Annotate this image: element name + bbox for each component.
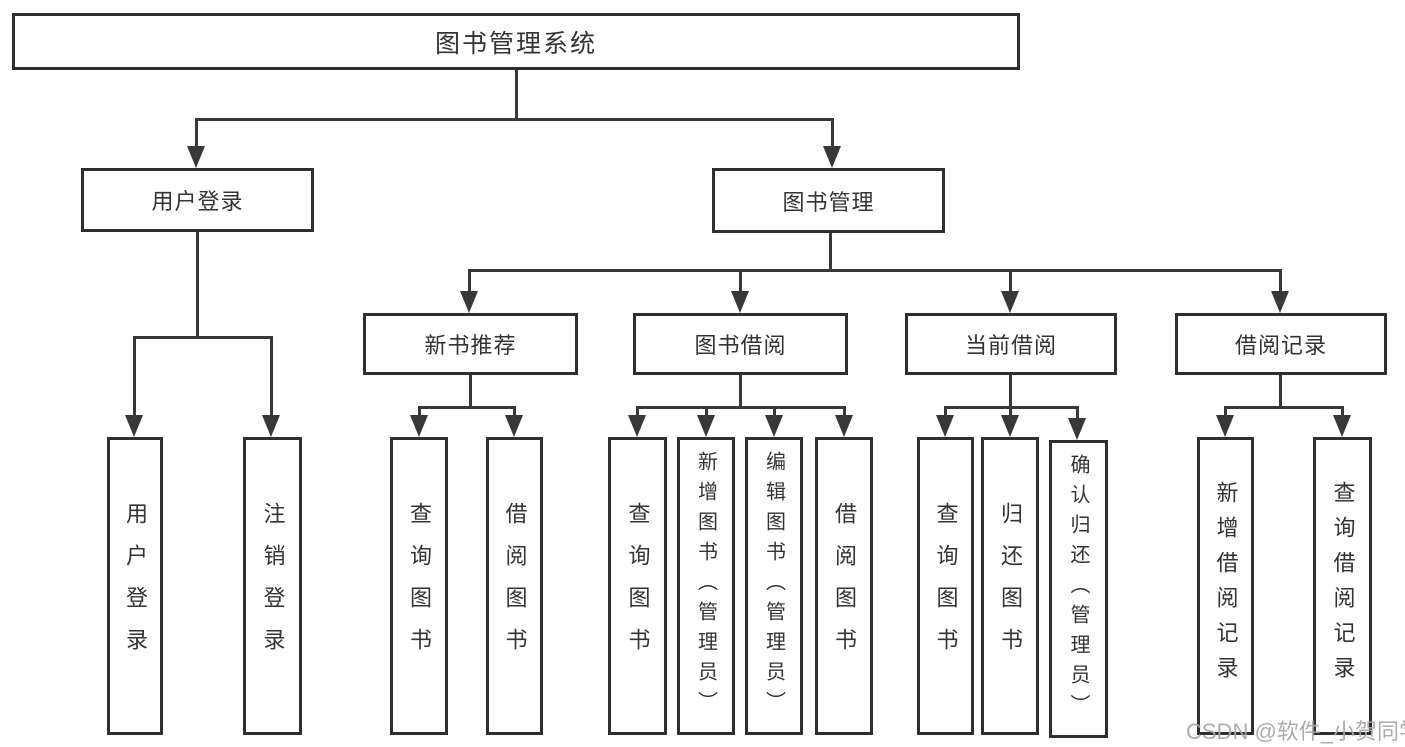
arrow-down-icon <box>628 415 646 437</box>
node-book-management-label: 图书管理 <box>782 189 875 215</box>
connector-leaf-drop <box>1076 406 1079 418</box>
connector-new-book-stem <box>469 375 472 408</box>
arrow-down-icon <box>823 146 841 168</box>
connector-root-stem <box>515 70 518 119</box>
connector-leaf-drop <box>773 406 776 418</box>
leaf-confirm-return-admin: 确认归还（管理员） <box>1049 440 1108 738</box>
leaf-query-books-borrowing: 查询图书 <box>608 437 667 735</box>
connector-leaf-drop <box>705 406 708 418</box>
connector-borrowing-records-bar <box>1224 406 1343 409</box>
leaf-add-borrow-record: 新增借阅记录 <box>1197 437 1254 735</box>
leaf-borrow-books-recommend: 借阅图书 <box>486 437 543 735</box>
node-borrowing-records: 借阅记录 <box>1175 313 1387 375</box>
leaf-user-login: 用户登录 <box>107 437 163 735</box>
leaf-query-borrow-record: 查询借阅记录 <box>1313 437 1372 735</box>
arrow-down-icon <box>505 415 523 437</box>
arrow-down-icon <box>1216 415 1234 437</box>
connector-level3-drop <box>1009 271 1012 293</box>
arrow-down-icon <box>835 415 853 437</box>
node-new-book-recommend: 新书推荐 <box>363 313 578 375</box>
leaf-borrow-books-borrowing-label: 借阅图书 <box>832 502 857 670</box>
leaf-add-books-admin: 新增图书（管理员） <box>677 437 735 735</box>
node-user-login-label: 用户登录 <box>151 189 244 214</box>
leaf-confirm-return-admin-label: 确认归还（管理员） <box>1067 454 1089 724</box>
node-borrowing-records-label: 借阅记录 <box>1234 333 1327 358</box>
connector-leaf-drop <box>944 406 947 418</box>
leaf-borrow-books-recommend-label: 借阅图书 <box>502 502 528 670</box>
connector-leaf-drop <box>1224 406 1227 418</box>
node-user-login: 用户登录 <box>81 168 314 232</box>
connector-borrowing-records-stem <box>1279 375 1282 408</box>
arrow-down-icon <box>187 146 205 168</box>
connector-leaf-drop <box>1341 406 1344 418</box>
arrow-down-icon <box>1001 415 1019 437</box>
connector-leaf-drop <box>843 406 846 418</box>
connector-book-borrowing-stem <box>739 375 742 408</box>
leaf-borrow-books-borrowing: 借阅图书 <box>815 437 873 735</box>
arrow-down-icon <box>765 415 783 437</box>
node-root: 图书管理系统 <box>12 13 1020 70</box>
arrow-down-icon <box>125 415 143 437</box>
arrow-down-icon <box>262 415 280 437</box>
connector-user-login-bar <box>133 336 273 339</box>
arrow-down-icon <box>731 291 749 313</box>
node-book-borrowing-label: 图书借阅 <box>694 333 787 358</box>
leaf-query-books-current-label: 查询图书 <box>933 502 959 670</box>
connector-book-management-stem <box>829 233 832 272</box>
leaf-add-books-admin-label: 新增图书（管理员） <box>694 451 717 721</box>
leaf-query-books-borrowing-label: 查询图书 <box>625 502 651 670</box>
connector-leaf-drop <box>418 406 421 418</box>
connector-book-management-drop <box>831 120 834 146</box>
leaf-user-login-label: 用户登录 <box>123 502 148 670</box>
leaf-add-borrow-record-label: 新增借阅记录 <box>1213 481 1239 691</box>
arrow-down-icon <box>1001 291 1019 313</box>
connector-level3-drop <box>1279 271 1282 293</box>
leaf-edit-books-admin-label: 编辑图书（管理员） <box>762 451 785 721</box>
connector-new-book-bar <box>418 406 516 409</box>
connector-book-management-bar <box>468 269 1282 272</box>
connector-leaf-drop <box>513 406 516 418</box>
connector-user-login-stem <box>196 232 199 339</box>
arrow-down-icon <box>410 415 428 437</box>
node-book-management: 图书管理 <box>712 168 945 233</box>
leaf-edit-books-admin: 编辑图书（管理员） <box>745 437 803 735</box>
connector-leaf-drop <box>636 406 639 418</box>
connector-level3-drop <box>739 271 742 293</box>
leaf-query-books-recommend: 查询图书 <box>390 437 448 735</box>
arrow-down-icon <box>1333 415 1351 437</box>
leaf-logout: 注销登录 <box>243 437 302 735</box>
node-current-borrowing-label: 当前借阅 <box>964 333 1057 358</box>
connector-level3-drop <box>468 271 471 293</box>
leaf-query-borrow-record-label: 查询借阅记录 <box>1330 481 1356 691</box>
leaf-logout-label: 注销登录 <box>260 502 286 670</box>
connector-leaf-drop <box>270 336 273 416</box>
node-root-label: 图书管理系统 <box>434 29 597 58</box>
csdn-watermark: CSDN @软件_小贺同学 <box>1186 719 1405 744</box>
leaf-return-books: 归还图书 <box>981 437 1039 735</box>
arrow-down-icon <box>697 415 715 437</box>
connector-user-login-drop <box>195 120 198 146</box>
node-current-borrowing: 当前借阅 <box>905 313 1117 375</box>
connector-root-bar <box>195 118 834 121</box>
leaf-query-books-current: 查询图书 <box>917 437 974 735</box>
node-new-book-recommend-label: 新书推荐 <box>424 333 517 358</box>
arrow-down-icon <box>460 291 478 313</box>
arrow-down-icon <box>936 415 954 437</box>
leaf-return-books-label: 归还图书 <box>998 502 1023 670</box>
connector-book-borrowing-bar <box>636 406 845 409</box>
node-book-borrowing: 图书借阅 <box>633 313 848 375</box>
arrow-down-icon <box>1271 291 1289 313</box>
connector-leaf-drop <box>133 336 136 416</box>
connector-leaf-drop <box>1009 406 1012 418</box>
connector-current-borrowing-stem <box>1009 375 1012 408</box>
arrow-down-icon <box>1068 418 1086 440</box>
leaf-query-books-recommend-label: 查询图书 <box>407 502 432 670</box>
